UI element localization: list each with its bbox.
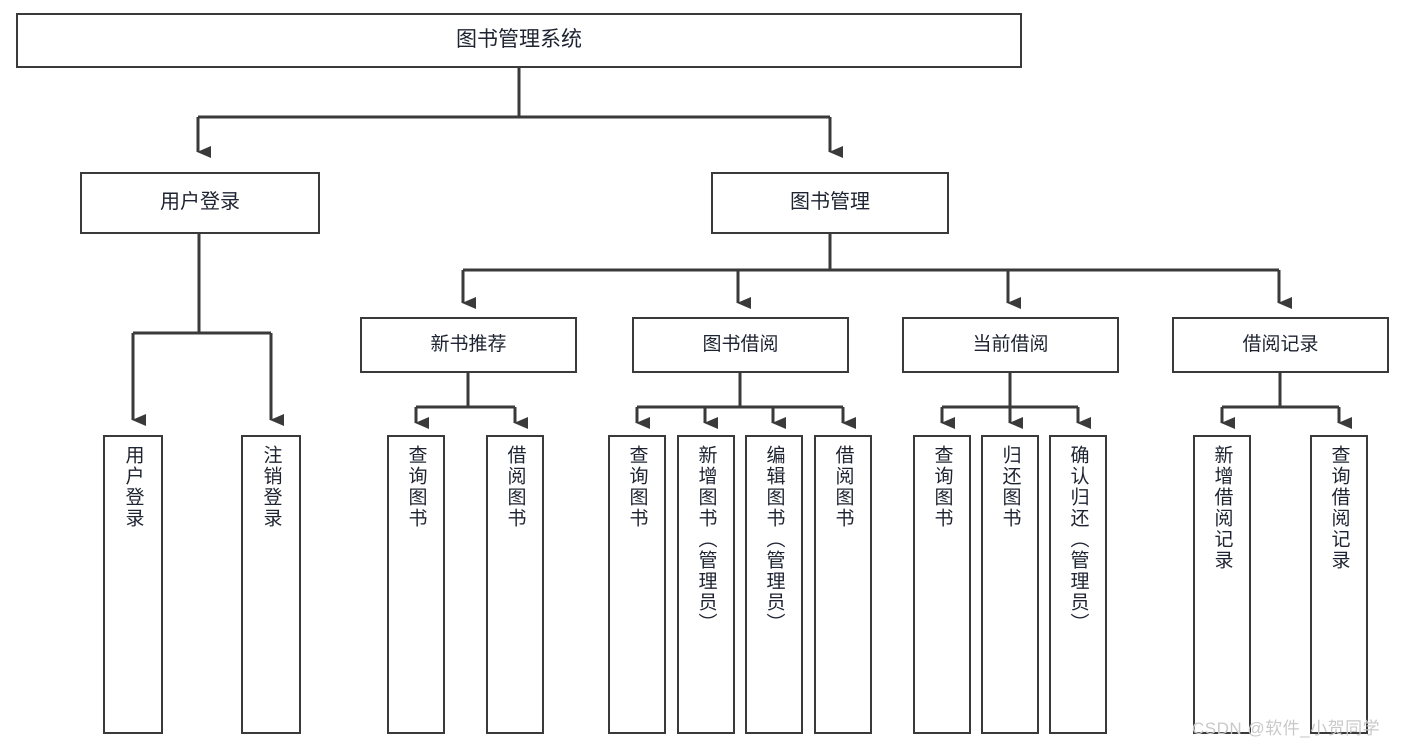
leaf-current-return-book[interactable]: 归还图书 <box>981 435 1039 734</box>
leaf-current-confirm-return-admin[interactable]: 确认归还（管理员） <box>1049 435 1107 734</box>
leaf-user-login-signin[interactable]: 用户登录 <box>103 435 163 734</box>
node-label: 确认归还（管理员） <box>1067 445 1089 634</box>
node-label: 查询图书 <box>931 445 953 529</box>
node-label: 编辑图书（管理员） <box>763 445 785 634</box>
watermark-text: CSDN @软件_小贺同学 <box>1192 719 1381 738</box>
node-root-book-management-system[interactable]: 图书管理系统 <box>16 13 1022 68</box>
node-book-management[interactable]: 图书管理 <box>711 172 949 234</box>
node-current-borrow[interactable]: 当前借阅 <box>902 317 1119 373</box>
node-label: 新增借阅记录 <box>1211 445 1233 571</box>
leaf-user-login-signout[interactable]: 注销登录 <box>241 435 301 734</box>
leaf-borrow-edit-book-admin[interactable]: 编辑图书（管理员） <box>745 435 803 734</box>
node-label: 图书管理 <box>790 191 870 214</box>
node-label: 借阅图书 <box>832 445 854 529</box>
leaf-recommend-query-book[interactable]: 查询图书 <box>387 435 445 734</box>
node-label: 归还图书 <box>999 445 1021 529</box>
node-user-login[interactable]: 用户登录 <box>80 172 320 234</box>
node-label: 查询图书 <box>405 445 427 529</box>
leaf-borrow-borrow-book[interactable]: 借阅图书 <box>814 435 872 734</box>
leaf-record-query-borrow-record[interactable]: 查询借阅记录 <box>1310 435 1368 734</box>
node-book-borrow[interactable]: 图书借阅 <box>632 317 849 373</box>
node-label: 用户登录 <box>160 191 240 214</box>
leaf-borrow-add-book-admin[interactable]: 新增图书（管理员） <box>677 435 735 734</box>
leaf-recommend-borrow-book[interactable]: 借阅图书 <box>486 435 544 734</box>
node-label: 借阅图书 <box>504 445 526 529</box>
node-label: 当前借阅 <box>972 333 1049 355</box>
leaf-borrow-query-book[interactable]: 查询图书 <box>608 435 666 734</box>
node-label: 注销登录 <box>260 445 282 529</box>
leaf-current-query-book[interactable]: 查询图书 <box>913 435 971 734</box>
node-label: 查询借阅记录 <box>1328 445 1350 571</box>
node-borrow-record[interactable]: 借阅记录 <box>1172 317 1389 373</box>
node-label: 借阅记录 <box>1242 333 1319 355</box>
leaf-record-add-borrow-record[interactable]: 新增借阅记录 <box>1193 435 1251 734</box>
node-label: 图书借阅 <box>702 333 779 355</box>
node-label: 用户登录 <box>122 445 144 529</box>
node-new-book-recommend[interactable]: 新书推荐 <box>360 317 577 373</box>
node-label: 查询图书 <box>626 445 648 529</box>
node-label: 新书推荐 <box>430 333 507 355</box>
node-label: 新增图书（管理员） <box>695 445 717 634</box>
node-label: 图书管理系统 <box>456 28 582 52</box>
